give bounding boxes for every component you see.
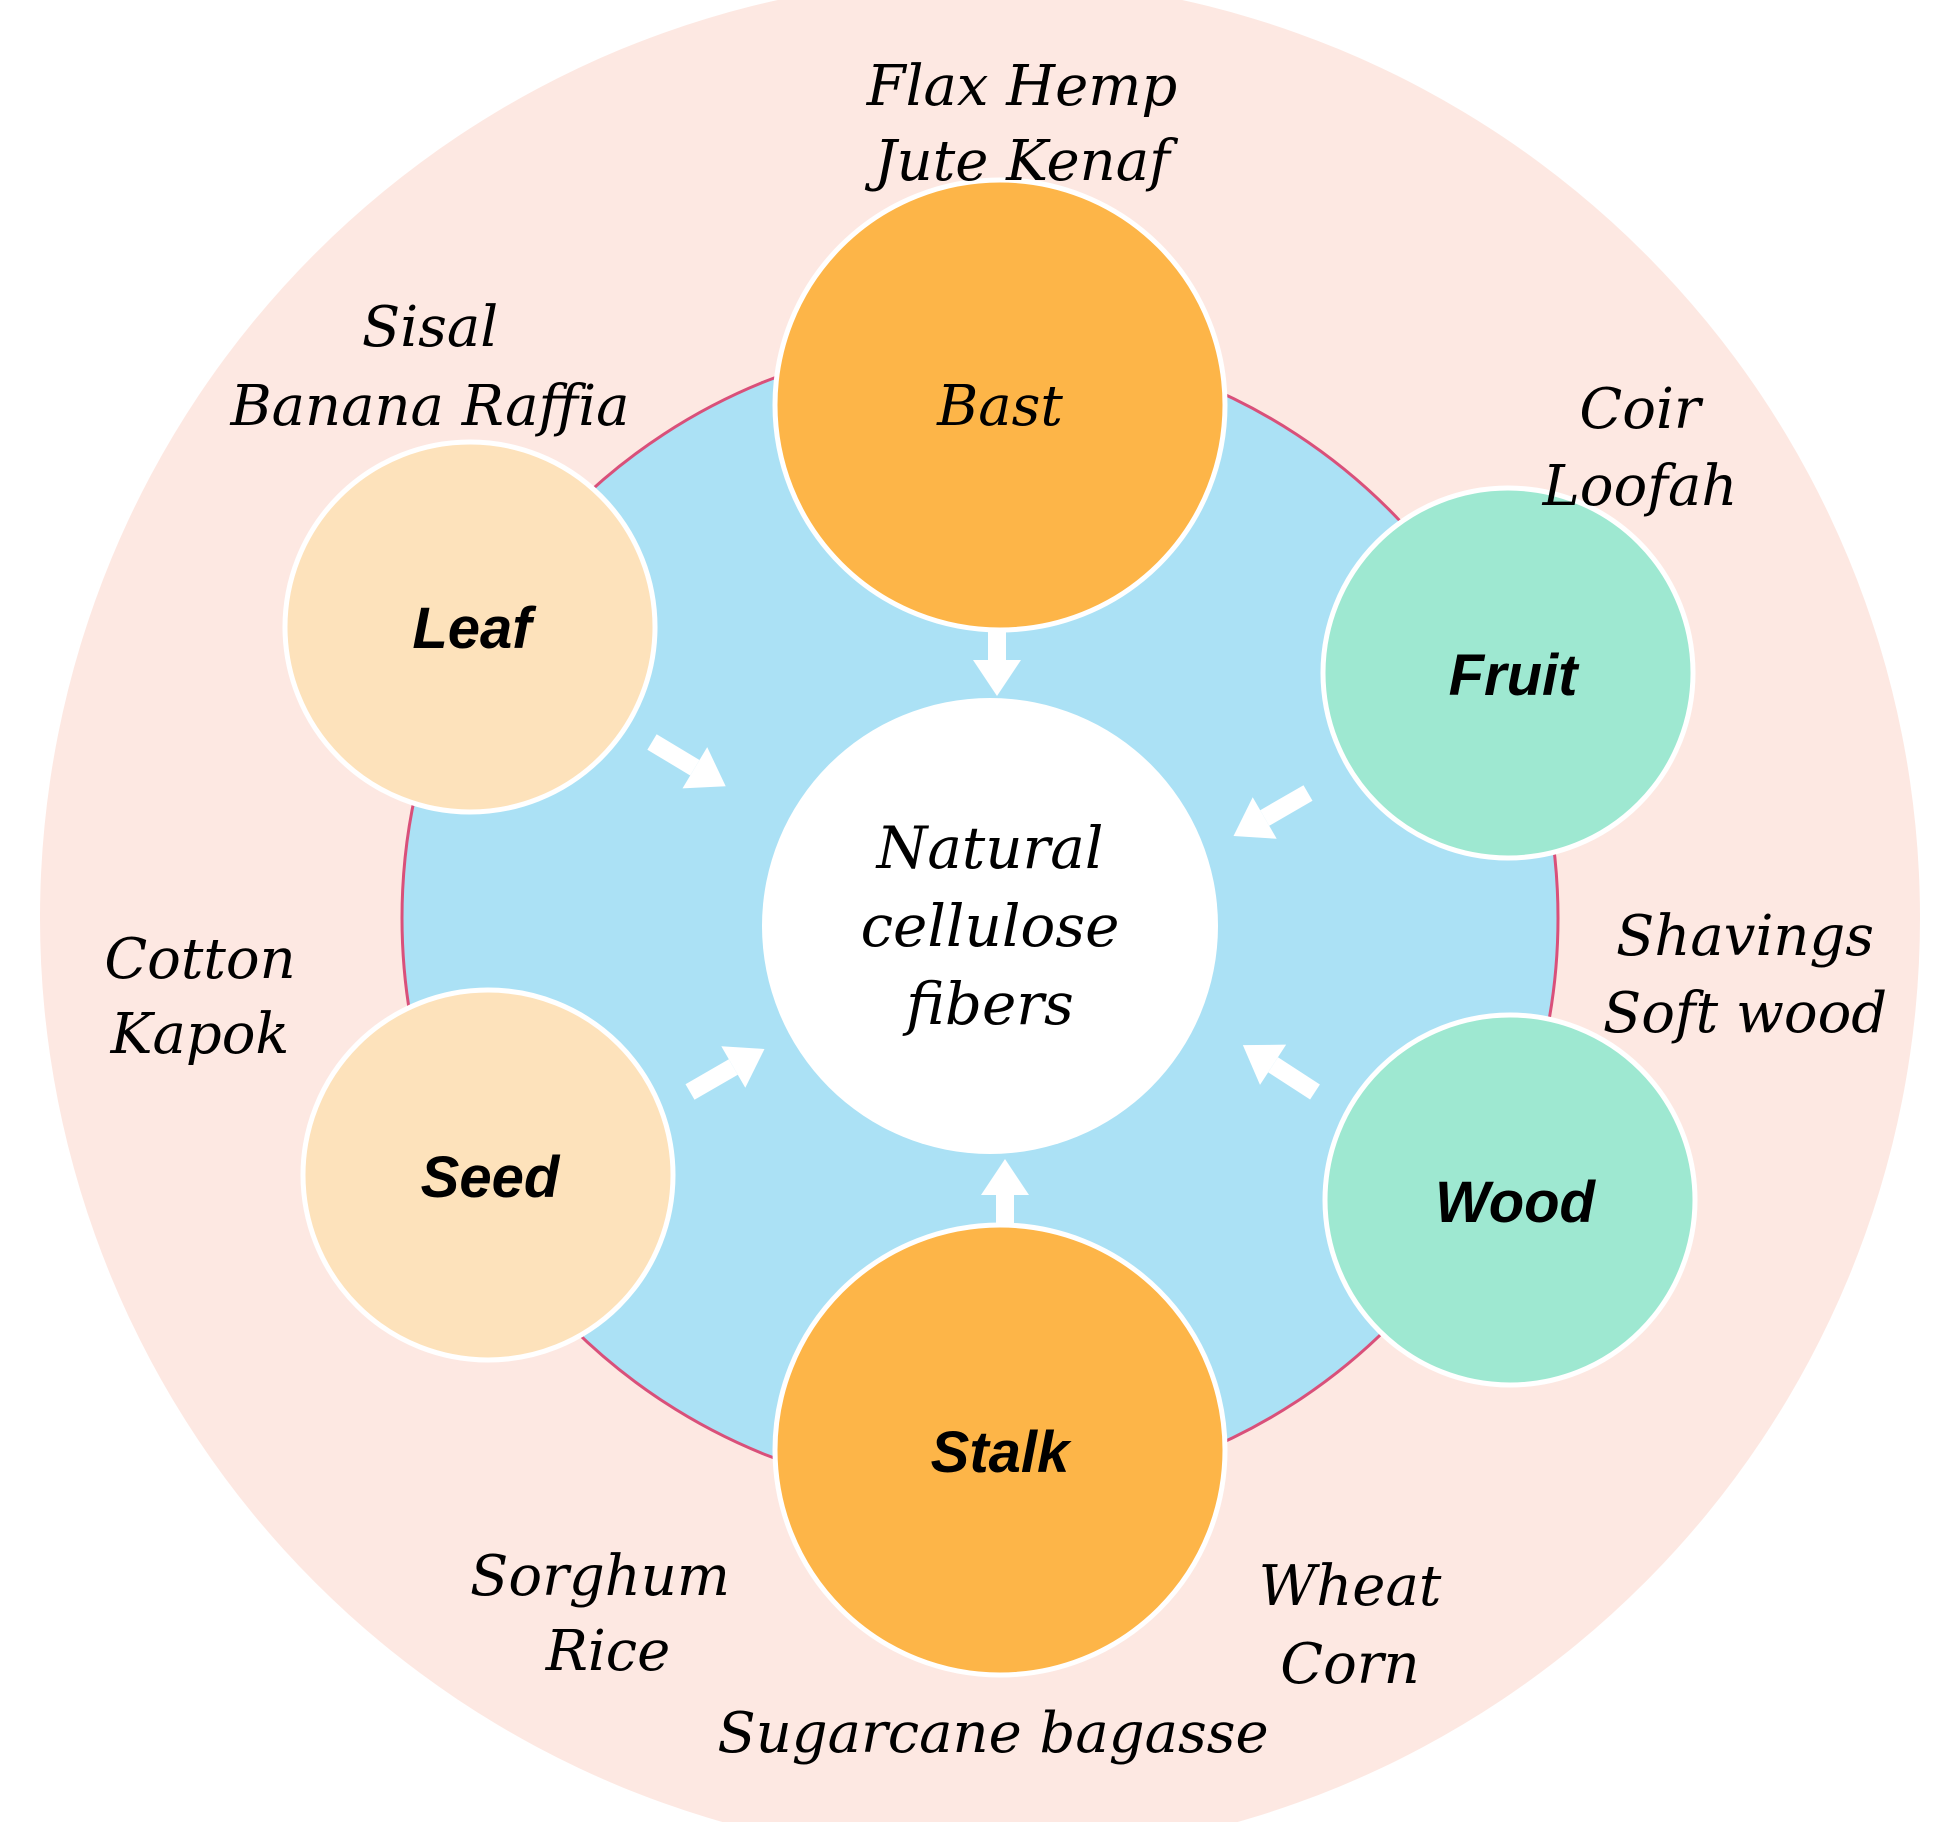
stalk-label: Stalk bbox=[931, 1420, 1072, 1485]
leaf-circle bbox=[282, 439, 658, 815]
stalk-example-bottom: Sugarcane bagasse bbox=[717, 1701, 1268, 1766]
arrow-from-seed bbox=[685, 1046, 765, 1100]
seed-label: Seed bbox=[421, 1145, 561, 1210]
seed-circle bbox=[300, 987, 676, 1363]
leaf-label: Leaf bbox=[412, 596, 537, 661]
bast-example-2: Jute Kenaf bbox=[864, 129, 1179, 194]
wood-circle bbox=[1322, 1012, 1698, 1388]
fruit-example-1: Coir bbox=[1579, 377, 1703, 442]
arrow-from-fruit bbox=[1233, 785, 1313, 839]
wood-example-2: Soft wood bbox=[1603, 981, 1887, 1046]
wood-example-1: Shavings bbox=[1616, 904, 1874, 969]
seed-example-1: Cotton bbox=[104, 927, 295, 992]
arrow-from-leaf bbox=[647, 734, 726, 789]
bast-circle bbox=[772, 177, 1228, 633]
wood-label: Wood bbox=[1435, 1170, 1597, 1235]
leaf-example-1: Sisal bbox=[362, 295, 498, 360]
stalk-example-left-2: Rice bbox=[545, 1619, 671, 1684]
stalk-circle bbox=[772, 1222, 1228, 1678]
stalk-example-left-1: Sorghum bbox=[470, 1544, 730, 1609]
fruit-circle bbox=[1320, 485, 1696, 861]
bast-example-1: Flax Hemp bbox=[866, 54, 1177, 119]
center-line-2: cellulose bbox=[861, 892, 1120, 960]
stalk-example-right-2: Corn bbox=[1280, 1632, 1419, 1697]
fruit-label: Fruit bbox=[1449, 643, 1581, 708]
fruit-example-2: Loofah bbox=[1542, 454, 1738, 519]
center-line-3: fibers bbox=[902, 970, 1074, 1038]
seed-example-2: Kapok bbox=[110, 1002, 290, 1067]
leaf-example-2: Banana Raffia bbox=[229, 374, 629, 439]
center-circle bbox=[762, 698, 1218, 1154]
stalk-example-right-1: Wheat bbox=[1259, 1554, 1442, 1619]
bast-label: Bast bbox=[936, 374, 1063, 439]
center-line-1: Natural bbox=[875, 814, 1104, 882]
arrow-from-wood bbox=[1242, 1044, 1320, 1100]
